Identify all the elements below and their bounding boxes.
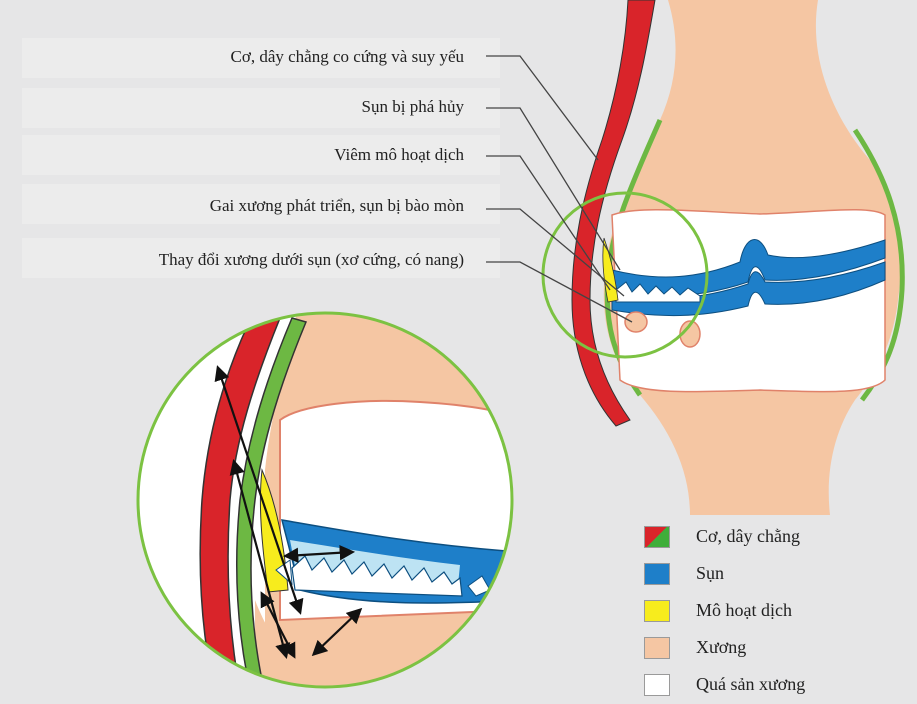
zoom-view xyxy=(138,300,520,700)
legend-label-hyperplasia: Quá sản xương xyxy=(696,674,805,695)
legend-item-bone: Xương xyxy=(640,633,900,663)
label-subchondral-bone: Thay đổi xương dưới sụn (xơ cứng, có nan… xyxy=(159,250,464,270)
legend-swatch-cartilage xyxy=(644,563,670,585)
legend-swatch-synovium xyxy=(644,600,670,622)
legend-label-synovium: Mô hoạt dịch xyxy=(696,600,792,621)
legend-item-synovium: Mô hoạt dịch xyxy=(640,596,900,626)
label-osteophyte: Gai xương phát triển, sụn bị bào mòn xyxy=(210,196,464,216)
legend-label-bone: Xương xyxy=(696,637,746,658)
main-joint xyxy=(543,0,902,515)
legend-label-cartilage: Sụn xyxy=(696,563,724,584)
label-muscle-weakness: Cơ, dây chằng co cứng và suy yếu xyxy=(231,47,464,67)
label-cartilage-destroyed: Sụn bị phá hủy xyxy=(362,97,464,117)
main-cyst-1 xyxy=(625,312,647,332)
legend-label-muscle: Cơ, dây chằng xyxy=(696,526,800,547)
legend-swatch-bone xyxy=(644,637,670,659)
legend-swatch-muscle xyxy=(644,526,670,548)
legend-swatch-hyperplasia xyxy=(644,674,670,696)
legend-item-cartilage: Sụn xyxy=(640,559,900,589)
legend-item-hyperplasia: Quá sản xương xyxy=(640,670,900,700)
label-synovitis: Viêm mô hoạt dịch xyxy=(334,145,464,165)
legend-item-muscle: Cơ, dây chằng xyxy=(640,522,900,552)
